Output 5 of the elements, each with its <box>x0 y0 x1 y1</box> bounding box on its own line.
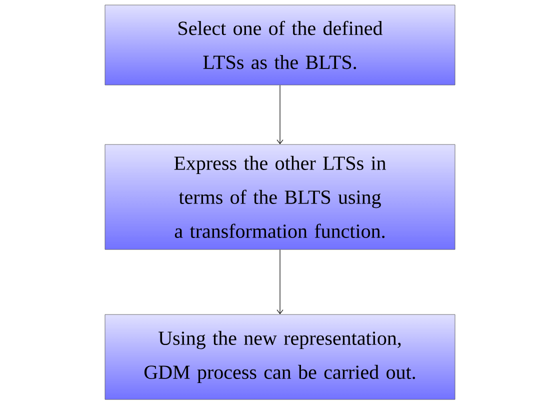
process-box: Express the other LTSs in terms of the BLTS using a transformation function. <box>104 144 456 250</box>
process-box: Select one of the defined LTSs as the BLTS. <box>104 4 456 86</box>
process-box: Using the new representation, GDM process can be carried out. <box>104 314 456 400</box>
arrow <box>276 249 284 314</box>
arrow <box>276 84 284 144</box>
